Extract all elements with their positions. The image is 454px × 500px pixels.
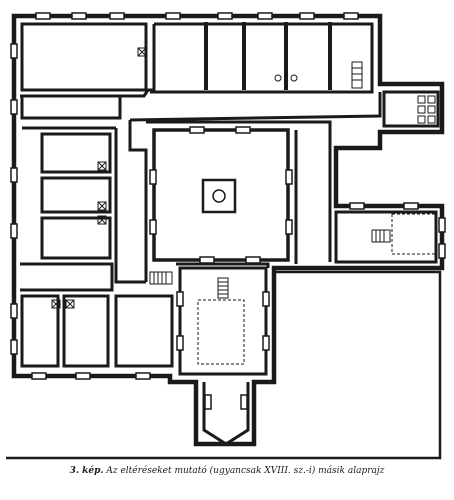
column [290, 74, 298, 82]
corridor-wall [20, 94, 144, 130]
corridor-wall [129, 92, 382, 122]
south-west-room [62, 294, 110, 368]
staircase [149, 61, 391, 299]
figure-caption: 3. kép. Az eltéréseket mutató (ugyancsak… [0, 466, 454, 476]
courtyard-wall [6, 268, 442, 460]
east-room-outline [391, 213, 437, 255]
cloister-quad [152, 128, 290, 262]
west-room [40, 132, 112, 174]
east-room [334, 210, 438, 264]
ne-annex [382, 90, 440, 128]
column [274, 74, 282, 82]
inner-wall [154, 22, 374, 86]
inner-wall [20, 24, 156, 98]
apse [202, 382, 250, 446]
altar-outline [197, 299, 245, 365]
cloister-outer [146, 120, 332, 268]
west-room [40, 216, 112, 260]
inner-wall [20, 22, 148, 92]
caption-text: Az eltéréseket mutató (ugyancsak XVIII. … [106, 466, 385, 476]
caption-number: 3. kép. [69, 466, 104, 476]
west-corridor-wall [114, 120, 148, 284]
stove [51, 47, 436, 309]
south-west-room [114, 294, 174, 368]
south-west-room [20, 294, 60, 368]
windows [10, 12, 446, 410]
inner-wall [150, 86, 374, 94]
west-room [20, 262, 114, 292]
west-room [40, 176, 112, 214]
outer-wall [11, 13, 445, 447]
fountain-basin [212, 189, 226, 203]
church-wall [178, 266, 268, 376]
fountain [201, 178, 237, 214]
north-partitions [204, 22, 332, 90]
